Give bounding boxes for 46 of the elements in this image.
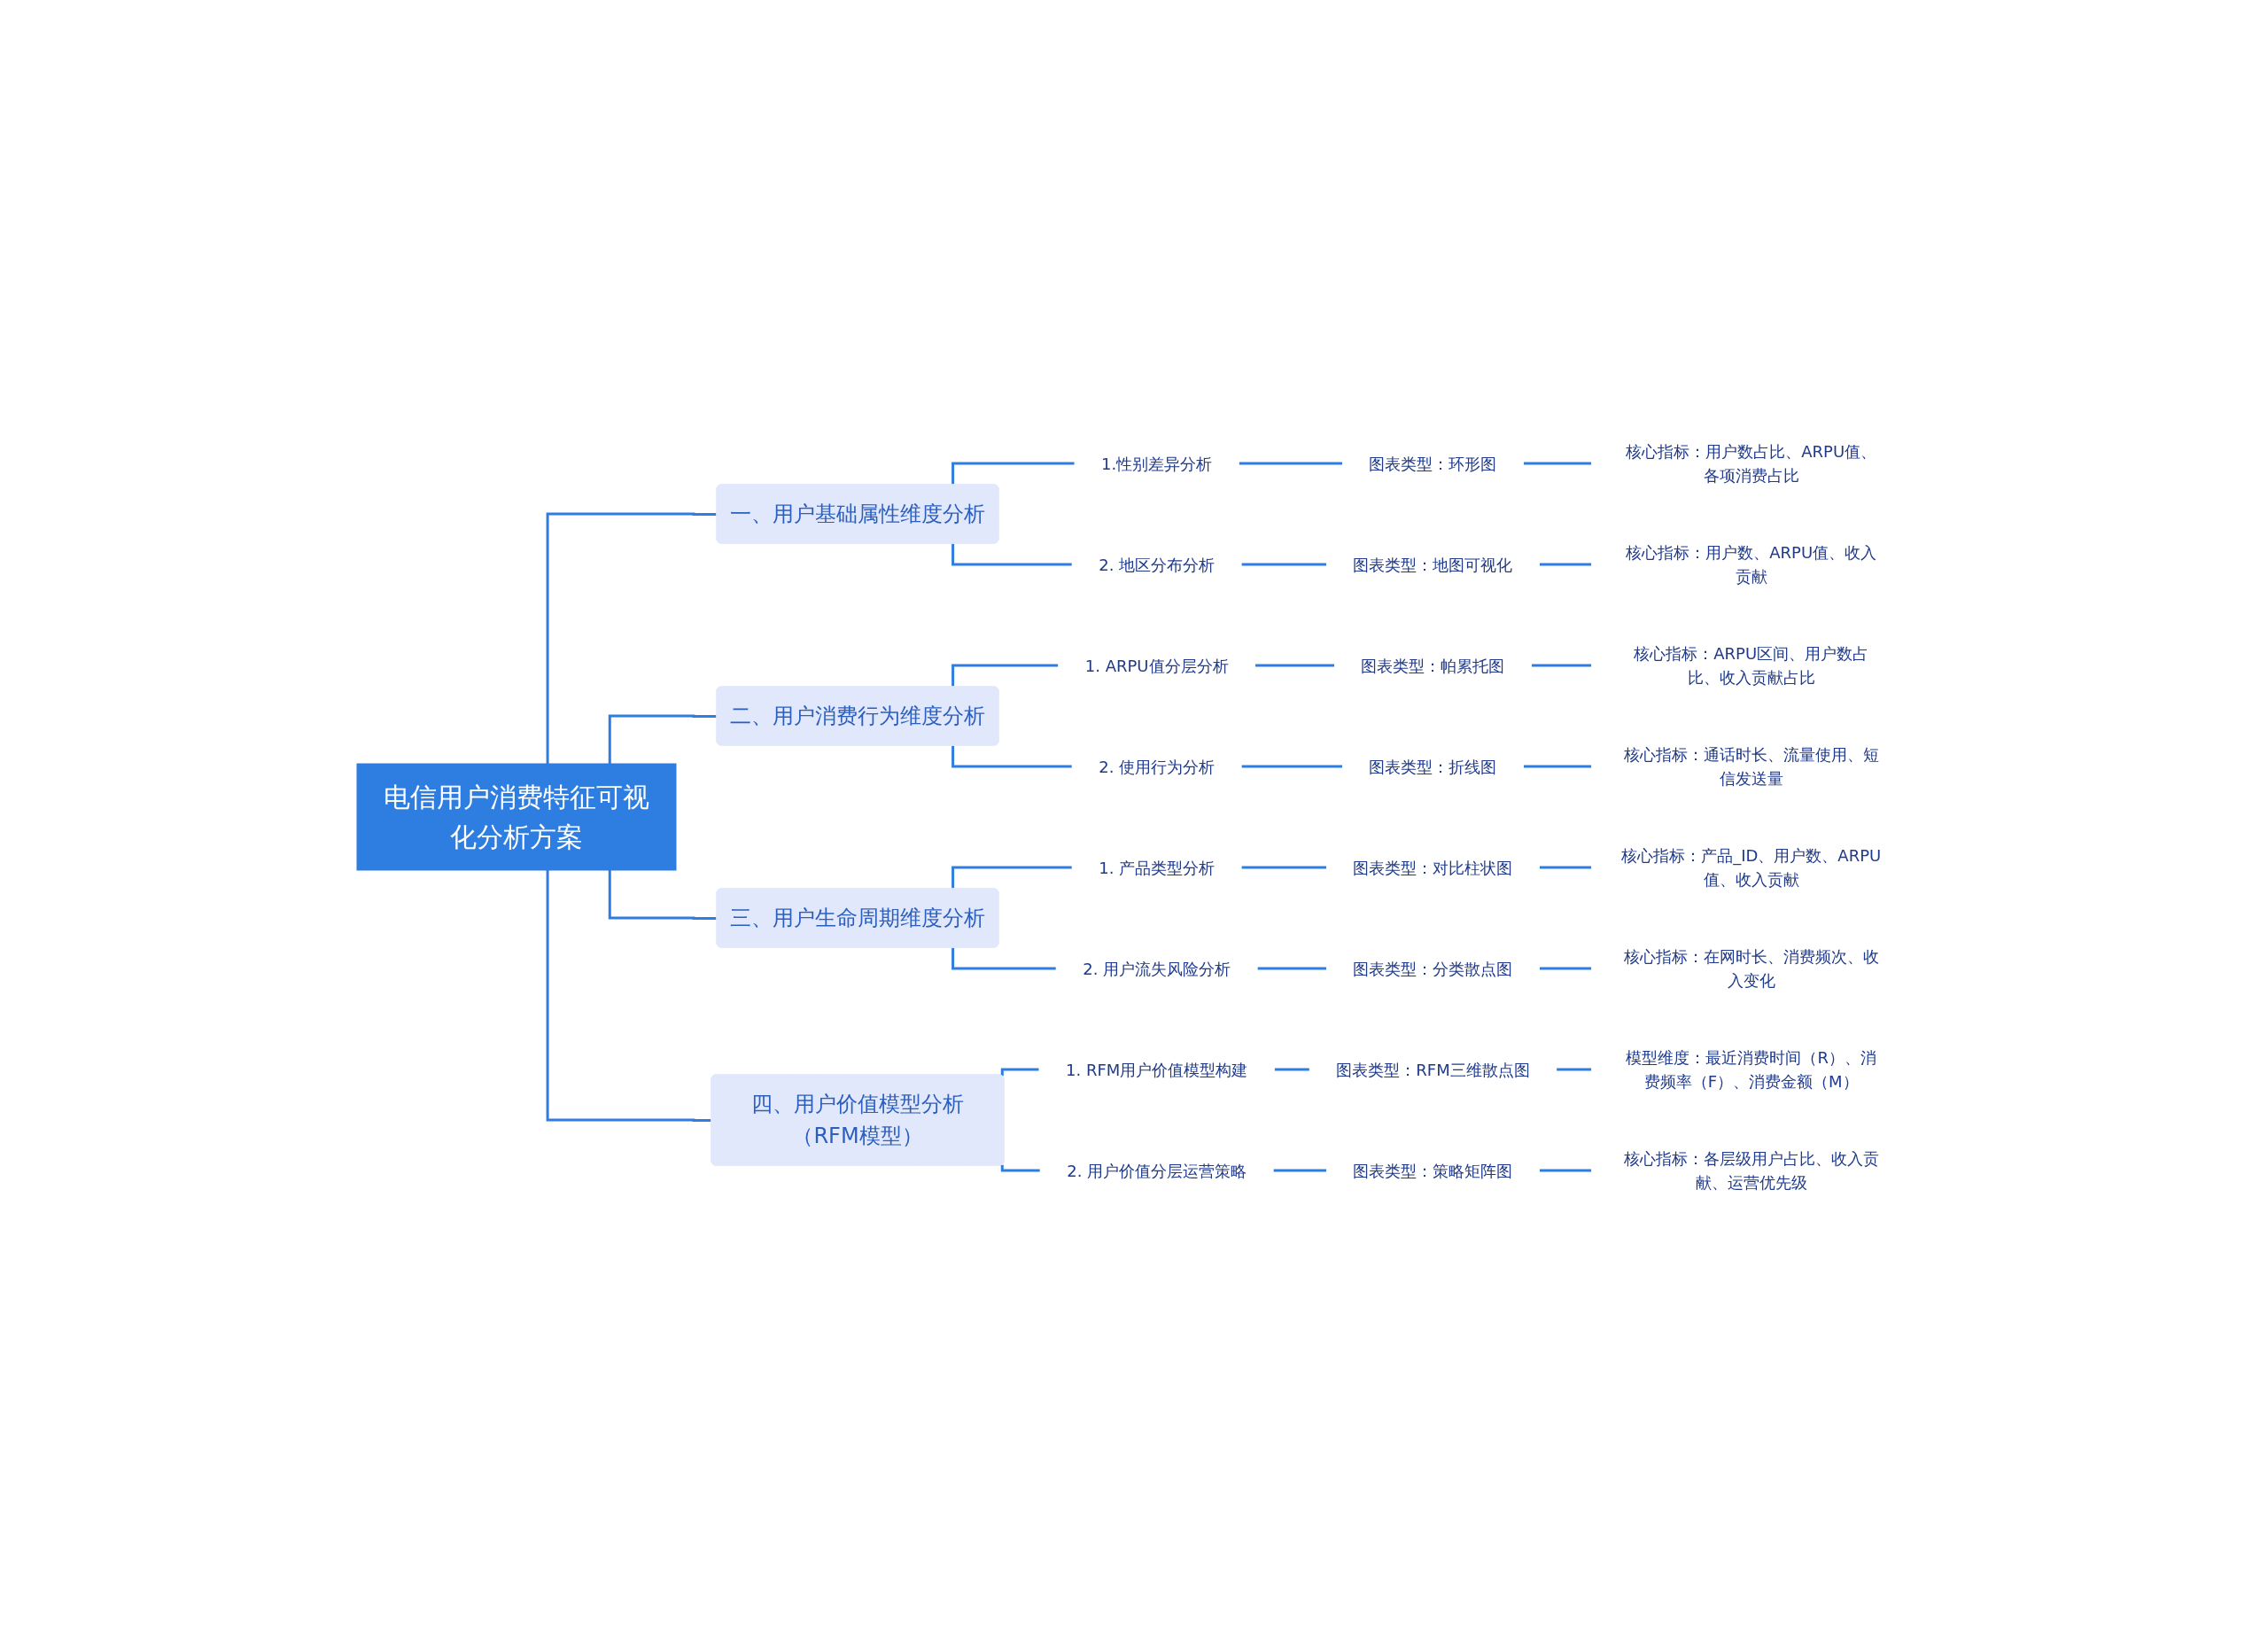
connector <box>1538 866 1592 868</box>
connector <box>608 869 718 920</box>
node-text: 图表类型：环形图 <box>1369 454 1497 472</box>
connector <box>1538 563 1592 565</box>
connector <box>546 512 718 764</box>
connector <box>1522 765 1592 767</box>
node-text: 2. 用户价值分层运营策略 <box>1067 1161 1247 1179</box>
node-text: 核心指标：用户数占比、ARPU值、各项消费占比 <box>1626 441 1877 485</box>
node-text: 核心指标：用户数、ARPU值、收入贡献 <box>1626 542 1877 586</box>
node-text: 2. 地区分布分析 <box>1099 555 1216 573</box>
node-text: 核心指标：产品_ID、用户数、ARPU值、收入贡献 <box>1621 845 1882 889</box>
connector <box>1555 1068 1592 1070</box>
node-text: 2. 使用行为分析 <box>1099 757 1216 775</box>
connector <box>951 745 1073 767</box>
node-text: 图表类型：策略矩阵图 <box>1353 1161 1513 1179</box>
node-text: 核心指标：在网时长、消费频次、收入变化 <box>1623 946 1879 990</box>
connector <box>1522 462 1592 464</box>
node-text: 图表类型：RFM三维散点图 <box>1336 1060 1530 1078</box>
node-text: 图表类型：帕累托图 <box>1361 656 1505 674</box>
node-text: 图表类型：地图可视化 <box>1353 555 1513 573</box>
connector <box>1254 664 1335 666</box>
node-text: 1.性别差异分析 <box>1101 454 1213 472</box>
node-text: 核心指标：ARPU区间、用户数占比、收入贡献占比 <box>1634 643 1869 687</box>
node-text: 1. ARPU值分层分析 <box>1084 656 1229 674</box>
connector <box>951 947 1057 969</box>
connector <box>608 714 718 764</box>
node-text: 图表类型：分类散点图 <box>1353 959 1513 977</box>
connector <box>1000 1164 1041 1171</box>
connector <box>951 664 1059 687</box>
connector <box>546 869 712 1122</box>
node-text: 模型维度：最近消费时间（R）、消费频率（F）、消费金额（M） <box>1626 1047 1877 1091</box>
connector <box>1538 967 1592 969</box>
connector <box>1538 1169 1592 1171</box>
connector <box>951 866 1073 889</box>
node-text: 核心指标：通话时长、流量使用、短信发送量 <box>1623 744 1879 788</box>
node-text: 2. 用户流失风险分析 <box>1083 959 1231 977</box>
node-text: 图表类型：折线图 <box>1369 757 1497 775</box>
node-text: 图表类型：对比柱状图 <box>1353 858 1513 876</box>
node-text: 核心指标：各层级用户占比、收入贡献、运营优先级 <box>1623 1148 1879 1192</box>
connector <box>1530 664 1592 666</box>
node-text: 1. RFM用户价值模型构建 <box>1066 1060 1248 1078</box>
connector <box>1000 1068 1040 1076</box>
connector <box>951 462 1076 485</box>
node-text: 1. 产品类型分析 <box>1099 858 1216 876</box>
node-box <box>356 763 677 870</box>
connector <box>951 543 1073 565</box>
